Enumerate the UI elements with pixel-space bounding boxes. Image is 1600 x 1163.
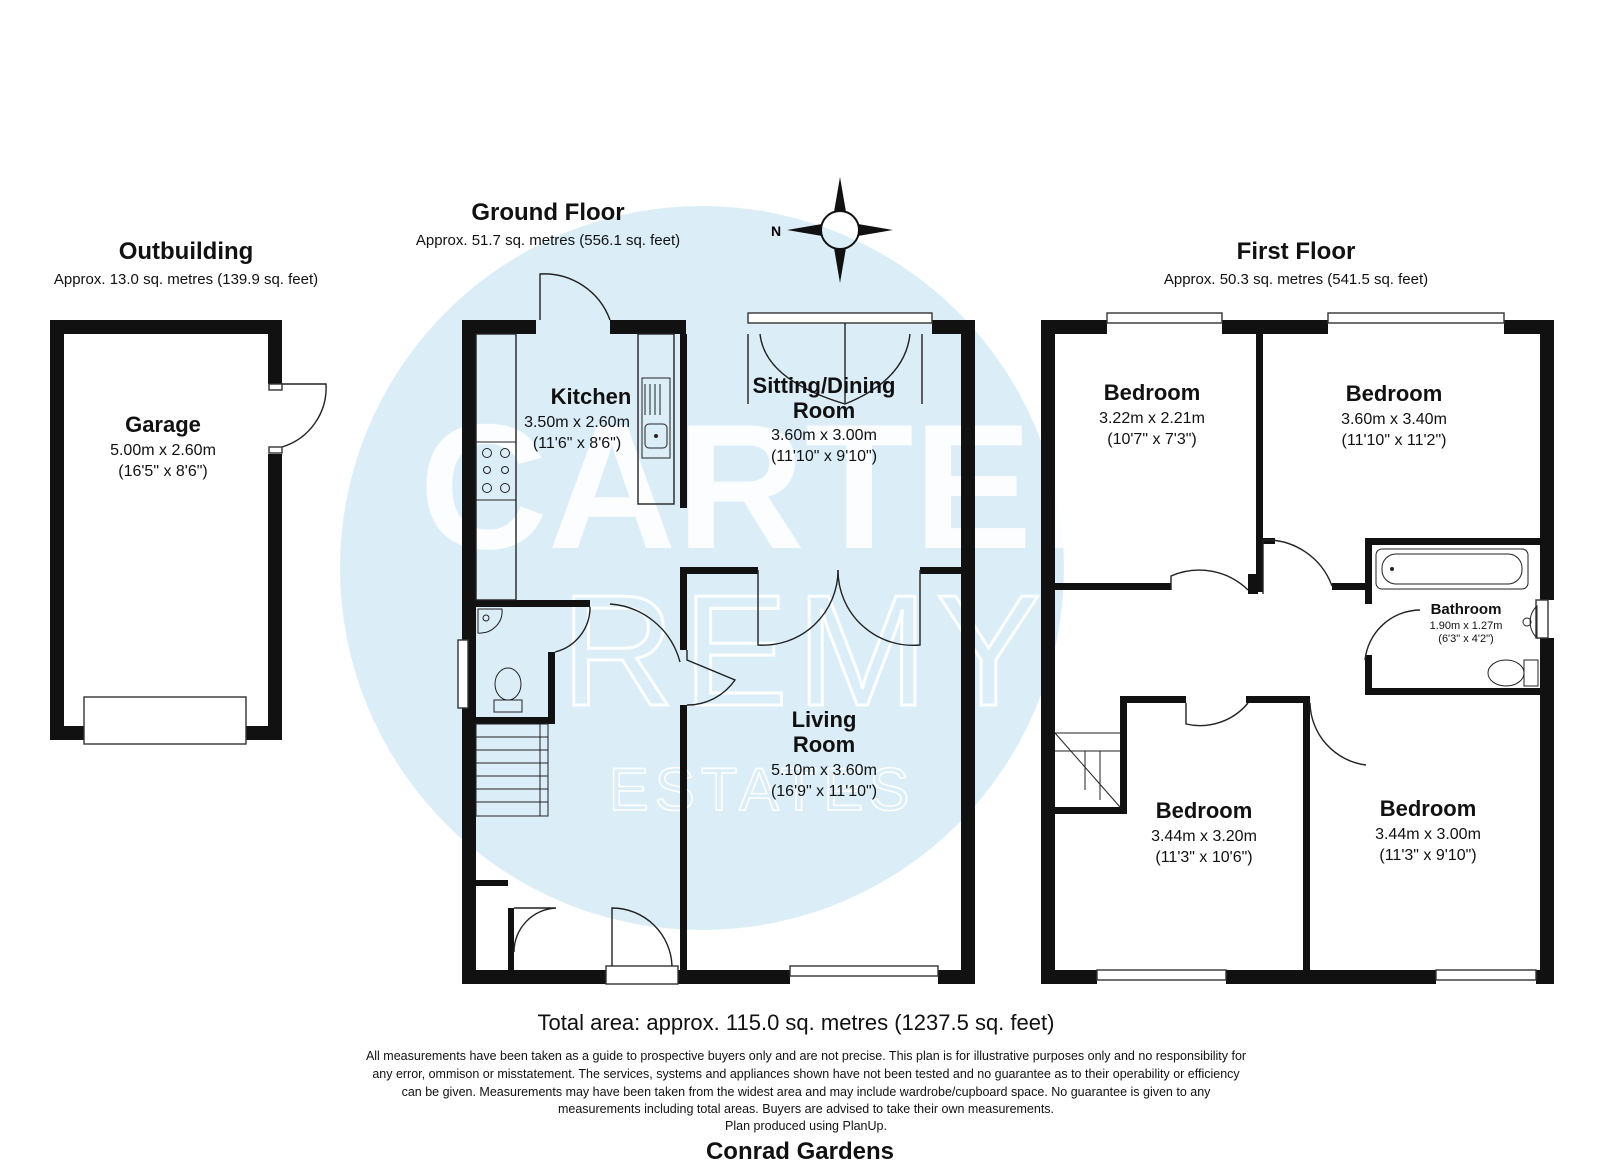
watermark-line1: CARTER <box>419 387 1161 586</box>
bedroom-1-name: Bedroom <box>1104 380 1201 405</box>
compass-north-label: N <box>771 223 781 239</box>
ground-floor-plan <box>457 273 975 985</box>
living-room-imperial: (16'9" x 11'10") <box>771 783 877 800</box>
bedroom-2-metric: 3.60m x 3.40m <box>1341 411 1447 428</box>
hob-icon <box>475 441 517 501</box>
bath-icon <box>1375 548 1529 590</box>
living-room-name: Living <box>792 707 857 732</box>
bedroom-1-metric: 3.22m x 2.21m <box>1099 410 1205 427</box>
disclaimer: All measurements have been taken as a gu… <box>366 1049 1246 1133</box>
disclaimer-line-2: any error, ommison or misstatement. The … <box>372 1067 1240 1081</box>
outbuilding-title: Outbuilding <box>119 238 254 265</box>
address: Conrad Gardens <box>706 1138 894 1163</box>
garage-side-door <box>281 383 327 448</box>
bedroom-2-name: Bedroom <box>1346 381 1443 406</box>
basin-icon <box>1522 604 1538 640</box>
toilet-icon-first <box>1487 659 1539 687</box>
garage-door <box>83 696 247 745</box>
outbuilding-plan <box>50 320 327 745</box>
bathroom-name: Bathroom <box>1431 601 1502 618</box>
kitchen-metric: 3.50m x 2.60m <box>524 414 630 431</box>
kitchen-name: Kitchen <box>551 384 632 409</box>
first-floor-plan <box>1041 312 1554 984</box>
bedroom-1-imperial: (10'7" x 7'3") <box>1107 431 1197 448</box>
garage-metric: 5.00m x 2.60m <box>110 442 216 459</box>
bathroom-metric: 1.90m x 1.27m <box>1430 620 1503 632</box>
first-floor-title: First Floor <box>1237 238 1356 265</box>
sitting-room-name: Sitting/Dining <box>753 373 896 398</box>
sitting-room-name2: Room <box>793 398 855 423</box>
bedroom-4-imperial: (11'3" x 9'10") <box>1379 847 1476 864</box>
living-room-name2: Room <box>793 732 855 757</box>
first-floor-area: Approx. 50.3 sq. metres (541.5 sq. feet) <box>1164 271 1428 288</box>
stairs-icon-first <box>1054 732 1121 808</box>
outbuilding-area: Approx. 13.0 sq. metres (139.9 sq. feet) <box>54 271 318 288</box>
ground-floor-area: Approx. 51.7 sq. metres (556.1 sq. feet) <box>416 232 680 249</box>
ground-floor-title: Ground Floor <box>471 199 624 226</box>
kitchen-imperial: (11'6" x 8'6") <box>533 435 621 452</box>
disclaimer-line-5: Plan produced using PlanUp. <box>725 1119 887 1133</box>
disclaimer-line-3: can be given. Measurements may have been… <box>402 1085 1212 1099</box>
wc-basin-icon <box>477 608 503 634</box>
bedroom-4-metric: 3.44m x 3.00m <box>1375 826 1481 843</box>
disclaimer-line-1: All measurements have been taken as a gu… <box>366 1049 1246 1063</box>
bedroom-3-name: Bedroom <box>1156 798 1253 823</box>
sink-icon <box>641 377 671 459</box>
bathroom-imperial: (6'3" x 4'2") <box>1438 633 1493 645</box>
garage-imperial: (16'5" x 8'6") <box>118 463 208 480</box>
bedroom-2-imperial: (11'10" x 11'2") <box>1342 432 1447 449</box>
sitting-room-metric: 3.60m x 3.00m <box>771 427 877 444</box>
garage-name: Garage <box>125 412 201 437</box>
total-area: Total area: approx. 115.0 sq. metres (12… <box>538 1010 1055 1035</box>
stairs-icon <box>475 723 549 817</box>
disclaimer-line-4: measurements including total areas. Buye… <box>558 1102 1054 1116</box>
watermark-line3: ESTATES <box>609 756 916 823</box>
compass-rose-icon: N <box>771 177 893 283</box>
bedroom-3-metric: 3.44m x 3.20m <box>1151 828 1257 845</box>
sitting-room-imperial: (11'10" x 9'10") <box>771 448 877 465</box>
living-room-metric: 5.10m x 3.60m <box>771 762 877 779</box>
bedroom-3-imperial: (11'3" x 10'6") <box>1155 849 1252 866</box>
bedroom-4-name: Bedroom <box>1380 796 1477 821</box>
toilet-icon <box>493 667 523 713</box>
